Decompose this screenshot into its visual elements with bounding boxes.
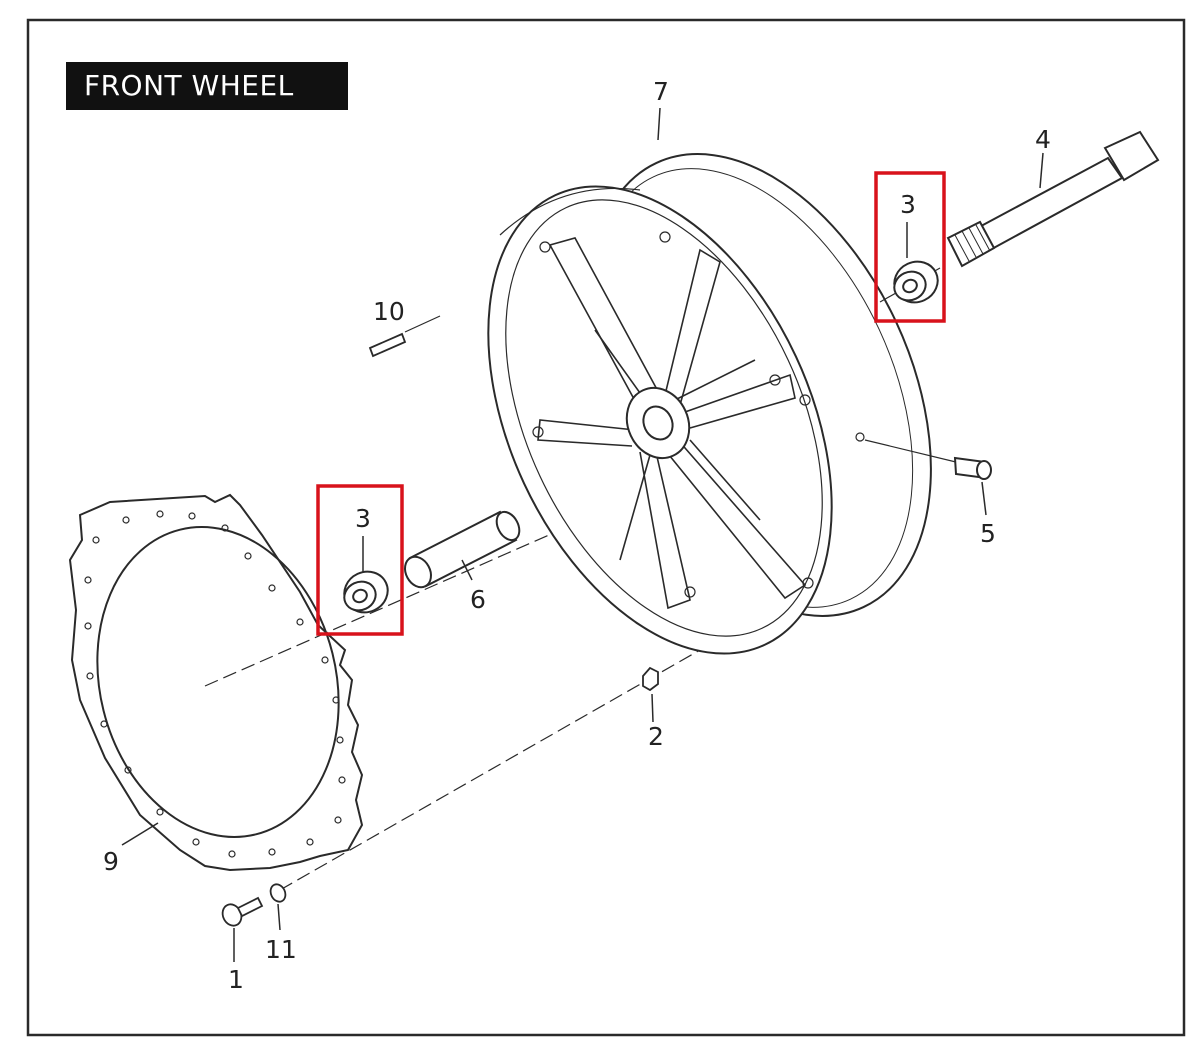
balance-weight-strip (368, 332, 407, 358)
title-background (66, 62, 348, 110)
callout-9: 9 (103, 847, 119, 876)
callout-3-right: 3 (900, 190, 916, 219)
title-block: FRONT WHEEL (66, 62, 348, 110)
bearing-right-bore (902, 278, 918, 294)
axle-thread-lines (954, 224, 991, 262)
callout-4: 4 (1035, 125, 1051, 154)
valve-stem-cap (976, 460, 992, 480)
wheel-rim-front-inner (505, 199, 823, 637)
wheel-hub-outer (625, 386, 691, 460)
callout-11: 11 (265, 935, 297, 964)
leader-lines (121, 107, 1044, 962)
bolt (221, 896, 264, 927)
highlight-box-bearing-left (316, 484, 404, 636)
valve-stem (953, 456, 992, 480)
brake-disc (68, 493, 364, 872)
spacer-tube (404, 510, 521, 589)
callout-7: 7 (653, 77, 669, 106)
wheel-rotor-bosses (532, 231, 865, 598)
axle (946, 130, 1160, 268)
title-text: FRONT WHEEL (84, 69, 294, 102)
callout-2: 2 (648, 722, 664, 751)
brake-disc-holes (84, 510, 346, 858)
wheel (487, 153, 932, 655)
balance-weight (368, 315, 441, 358)
wheel-rim-lip (499, 187, 641, 236)
washer-body (269, 883, 287, 903)
axle-thread (946, 220, 996, 268)
balance-weight-leader (404, 315, 441, 333)
highlight-box-bearing-right (874, 171, 946, 323)
bearing-right (893, 260, 939, 304)
wheel-spokes (537, 237, 807, 610)
nut (642, 666, 659, 692)
bolt-axis-line (279, 649, 701, 891)
callout-3-left: 3 (355, 504, 371, 533)
nut-body (642, 666, 659, 692)
washer (269, 883, 287, 903)
bearing-left-bore (352, 588, 368, 604)
brake-disc-inner-ring (96, 526, 340, 838)
spacer-tube-end-far (495, 510, 521, 542)
callout-10: 10 (373, 297, 405, 326)
spacer-tube-end-near (404, 555, 432, 589)
bolt-shank (236, 896, 264, 918)
axle-head (1103, 130, 1160, 182)
valve-axis-line (864, 439, 961, 464)
callout-6: 6 (470, 585, 486, 614)
callout-1: 1 (228, 965, 244, 994)
bearing-left (343, 570, 389, 614)
wheel-hub-bore (642, 405, 674, 441)
brake-disc-outer-edge (68, 493, 364, 872)
callout-5: 5 (980, 519, 996, 548)
